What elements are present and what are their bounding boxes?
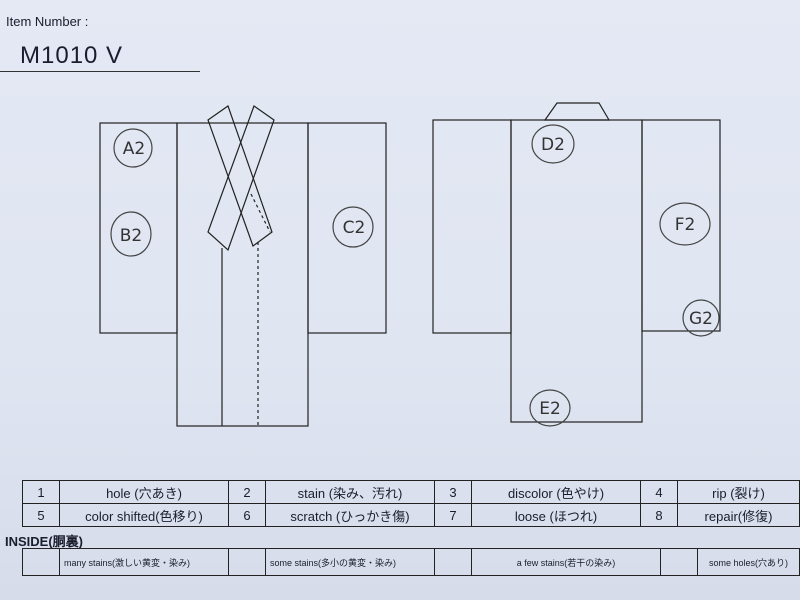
back-left-sleeve — [432, 119, 512, 334]
kimono-diagram: A2 B2 C2 D2 E2 F2 G2 — [99, 102, 721, 427]
inside-lining-table: many stains(激しい黄変・染み) some stains(多小の黄変・… — [22, 548, 800, 576]
item-number-value: M1010 V — [20, 42, 124, 69]
legend-text: discolor (色やけ) — [471, 480, 641, 504]
mark-f: F2 — [675, 215, 696, 235]
mark-c-circle — [332, 206, 374, 248]
legend-text: hole (穴あき) — [59, 480, 229, 504]
checkbox-cell[interactable] — [434, 548, 472, 576]
mark-g: G2 — [689, 309, 713, 329]
legend-row: 1 hole (穴あき) 2 stain (染み、汚れ) 3 discolor … — [22, 480, 800, 504]
legend-text: repair(修復) — [677, 503, 800, 527]
inside-row: many stains(激しい黄変・染み) some stains(多小の黄変・… — [22, 548, 800, 576]
front-body — [176, 122, 309, 427]
legend-text: loose (ほつれ) — [471, 503, 641, 527]
legend-text: color shifted(色移り) — [59, 503, 229, 527]
mark-e-circle — [529, 389, 571, 427]
mark-f-circle — [659, 202, 711, 246]
mark-a: A2 — [123, 139, 145, 159]
legend-text: scratch (ひっかき傷) — [265, 503, 435, 527]
checkbox-cell[interactable] — [228, 548, 266, 576]
mark-e: E2 — [539, 399, 561, 419]
mark-a-circle — [113, 128, 153, 168]
back-collar — [543, 102, 611, 121]
mark-d: D2 — [541, 135, 565, 155]
inside-option: many stains(激しい黄変・染み) — [59, 548, 229, 576]
mark-g-circle — [682, 299, 720, 337]
mark-d-circle — [531, 124, 575, 164]
legend-text: stain (染み、汚れ) — [265, 480, 435, 504]
damage-legend-table: 1 hole (穴あき) 2 stain (染み、汚れ) 3 discolor … — [22, 480, 800, 527]
checkbox-cell[interactable] — [660, 548, 698, 576]
legend-num: 8 — [640, 503, 678, 527]
inside-option: some stains(多小の黄変・染み) — [265, 548, 435, 576]
inside-option: a few stains(若干の染み) — [471, 548, 661, 576]
legend-text: rip (裂け) — [677, 480, 800, 504]
legend-num: 4 — [640, 480, 678, 504]
legend-row: 5 color shifted(色移り) 6 scratch (ひっかき傷) 7… — [22, 503, 800, 527]
legend-num: 5 — [22, 503, 60, 527]
item-number-underline — [0, 71, 200, 72]
mark-b-circle — [110, 211, 152, 257]
front-collar-right-band — [207, 105, 273, 247]
legend-num: 1 — [22, 480, 60, 504]
legend-num: 6 — [228, 503, 266, 527]
front-collar-left-band — [207, 105, 275, 252]
inside-section-title: INSIDE(胴裏) — [5, 534, 84, 549]
legend-num: 2 — [228, 480, 266, 504]
legend-num: 7 — [434, 503, 472, 527]
mark-b: B2 — [120, 226, 142, 246]
item-number-label: Item Number : — [6, 14, 89, 29]
inside-option: some holes(穴あり) — [697, 548, 800, 576]
checkbox-cell[interactable] — [22, 548, 60, 576]
legend-num: 3 — [434, 480, 472, 504]
mark-c: C2 — [343, 218, 366, 238]
front-underlap-edge — [250, 193, 271, 233]
back-body — [510, 119, 643, 423]
